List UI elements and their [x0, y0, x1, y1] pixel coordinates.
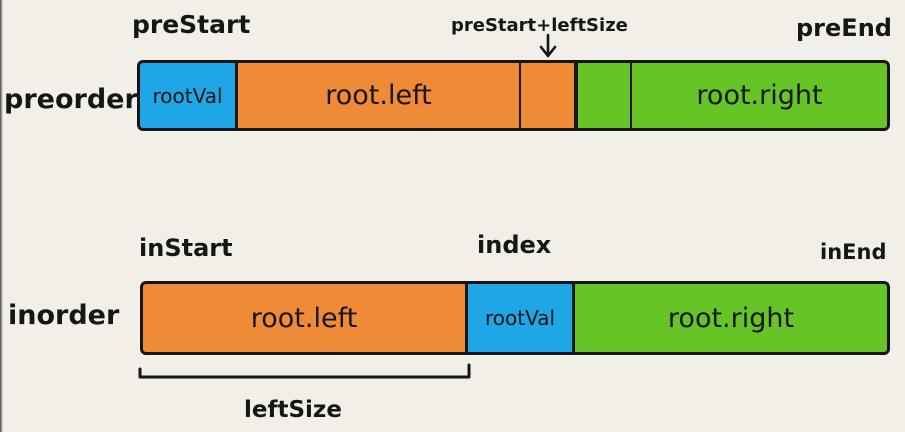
preorder-segment-root-right: root.right [632, 63, 887, 128]
prestart-label: preStart [132, 10, 251, 39]
preorder-segment-root-left: root.left [238, 63, 521, 128]
instart-label: inStart [139, 234, 233, 262]
inorder-bar: root.left rootVal root.right [140, 281, 890, 355]
preorder-segment-right-first-cell [578, 63, 632, 128]
preorder-segment-left-last-cell [521, 63, 578, 128]
leftsize-bracket [138, 363, 471, 379]
preend-label: preEnd [796, 14, 892, 42]
down-arrow-icon [539, 33, 557, 58]
inorder-segment-rootval: rootVal [468, 284, 575, 352]
prestart-plus-leftsize-label: preStart+leftSize [451, 15, 628, 36]
left-edge-artifact [0, 0, 3, 432]
index-label: index [477, 231, 552, 259]
inorder-segment-root-left: root.left [143, 284, 468, 352]
preorder-bar: rootVal root.left root.right [137, 60, 890, 131]
inend-label: inEnd [820, 240, 887, 264]
leftsize-label: leftSize [244, 397, 342, 423]
inorder-row-label: inorder [8, 300, 120, 331]
preorder-row-label: preorder [4, 84, 138, 115]
preorder-segment-rootval: rootVal [140, 63, 238, 128]
inorder-segment-root-right: root.right [575, 284, 887, 352]
